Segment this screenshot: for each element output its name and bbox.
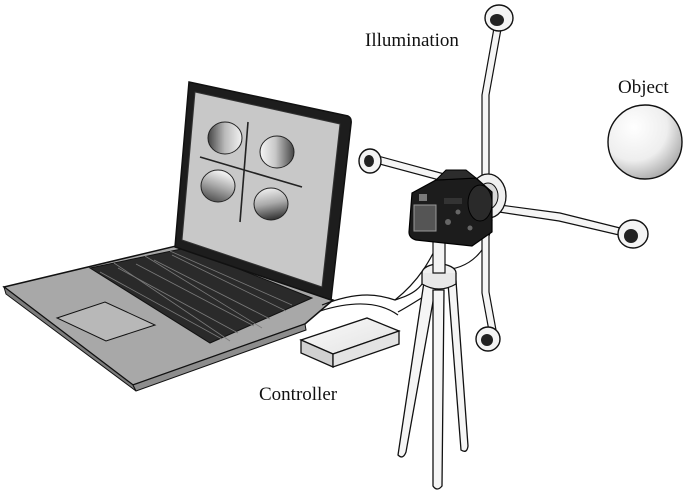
arm-right [498, 204, 621, 236]
arm-top [481, 27, 502, 176]
screen-sphere-2 [259, 135, 295, 169]
light-source-icon [358, 148, 382, 174]
controller-box-icon [299, 317, 401, 368]
tripod-leg-right [447, 280, 469, 452]
screen-sphere-1 [207, 121, 243, 155]
tripod-leg-left [397, 281, 437, 458]
camera-icon [408, 169, 493, 247]
light-source-icon [484, 4, 514, 32]
laptop-trackpad [55, 301, 157, 342]
laptop-keyboard [88, 247, 314, 344]
illumination-rig [358, 4, 649, 352]
light-source-icon [475, 326, 501, 352]
light-source-icon [617, 219, 649, 249]
controller-label: Controller [259, 384, 338, 405]
object-label: Object [618, 77, 669, 98]
tripod-leg-center [432, 289, 445, 490]
illumination-label: Illumination [365, 30, 459, 51]
camera-lcd [413, 204, 437, 232]
sphere-icon [607, 104, 683, 180]
tripod-icon [397, 239, 469, 490]
screen-sphere-3 [200, 169, 236, 203]
laptop-icon [2, 81, 352, 392]
screen-sphere-4 [253, 187, 289, 221]
